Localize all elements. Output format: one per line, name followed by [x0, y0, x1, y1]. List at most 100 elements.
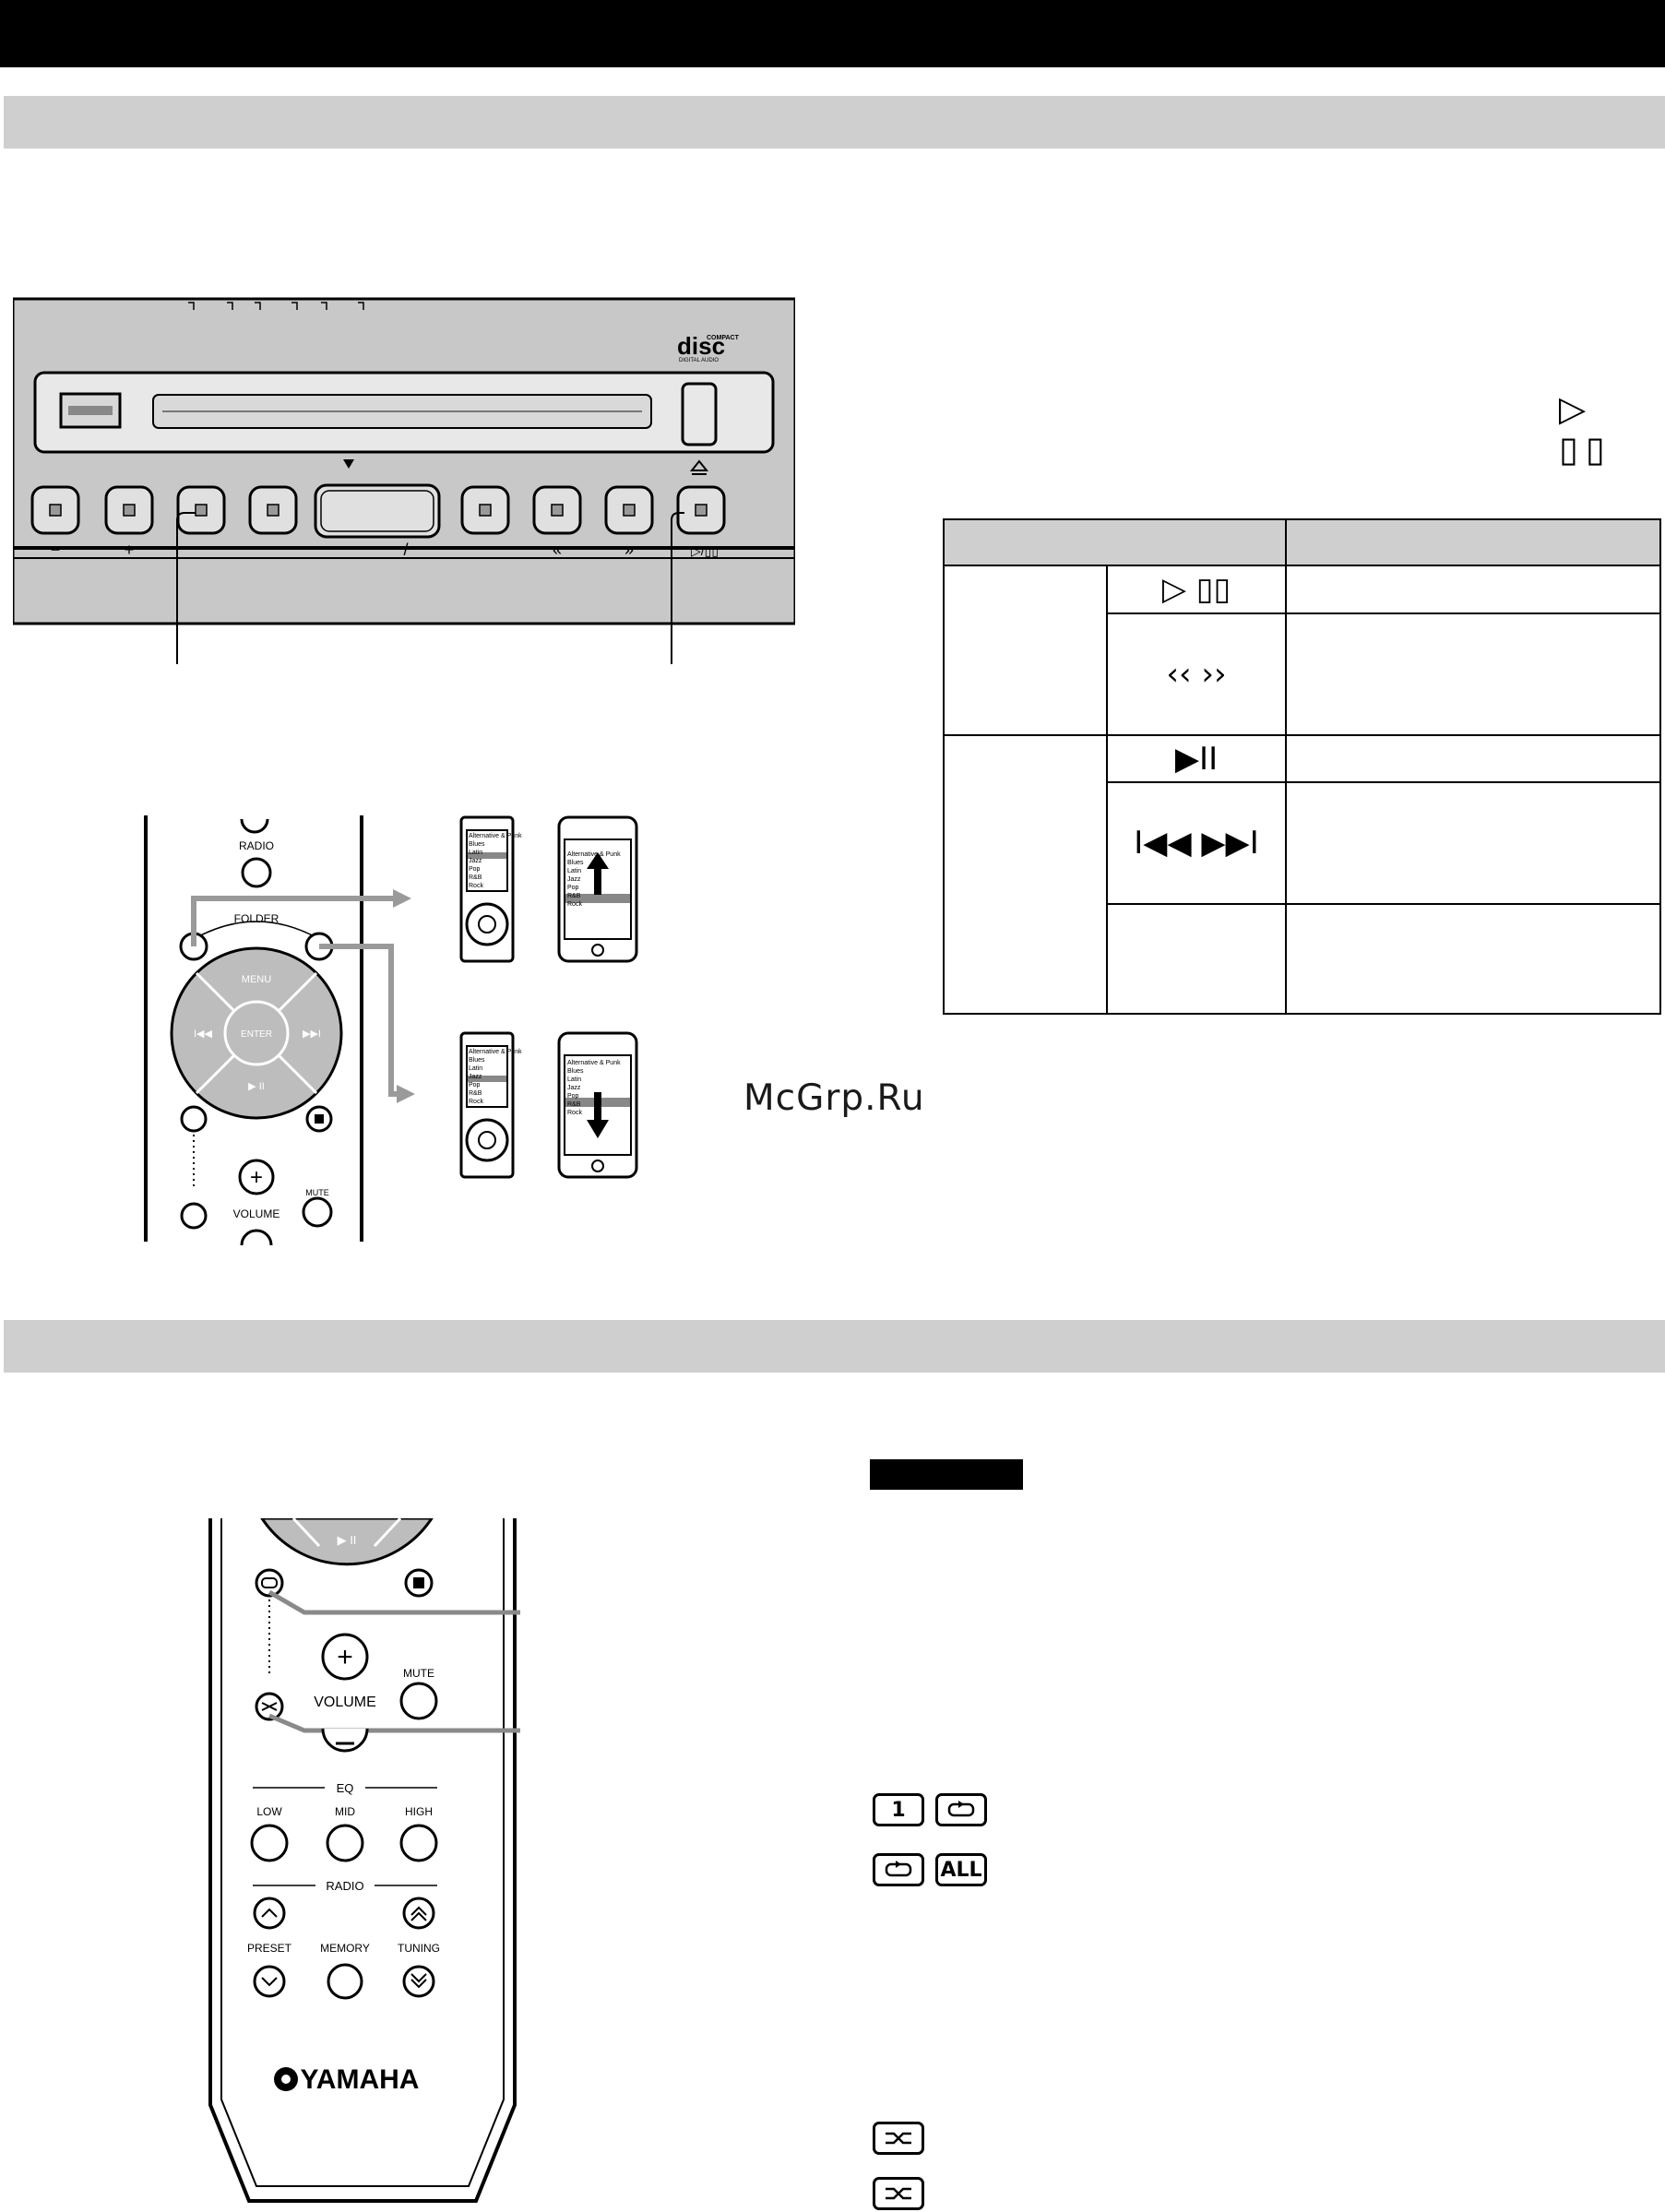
ipod-list-item: R&B [567, 893, 581, 899]
table-symbol-play-pause-outline: ▷ ▯▯ [1161, 571, 1231, 608]
repeat-icon [935, 1793, 987, 1826]
minus-label: − [51, 541, 61, 559]
section-header-bar-2 [4, 1320, 1665, 1373]
play-pause-label: ▶ II [338, 1533, 357, 1547]
eject-button[interactable] [681, 382, 718, 446]
mute-button[interactable] [302, 1196, 333, 1228]
ipod-list-item: Jazz [567, 1085, 581, 1091]
repeat-all-key: ALL [935, 1853, 987, 1886]
preset-down-button[interactable] [253, 1965, 286, 1998]
volume-label: VOLUME [233, 1207, 280, 1220]
ipod-list-item: R&B [469, 874, 482, 881]
operation-table: ▷ ▯▯ ‹‹ ›› ▶II I◀◀ ▶▶I [943, 518, 1661, 1015]
eq-mid-label: MID [335, 1805, 355, 1818]
ipod-list-item: Pop [567, 885, 579, 891]
ipod-list-item: Latin [469, 850, 482, 856]
table-symbol-play-pause-solid: ▶II [1174, 740, 1219, 778]
eject-icon [689, 459, 709, 475]
shuffle-icon [873, 2122, 924, 2155]
eq-low-button[interactable] [250, 1824, 289, 1862]
volume-up-button[interactable] [238, 1159, 275, 1195]
ipod-list-item: R&B [567, 1101, 581, 1108]
volume-label: VOLUME [314, 1695, 376, 1710]
play-pause-label: ▷/▯▯ [691, 543, 719, 558]
ipod-nano-up [459, 815, 515, 963]
shuffle-icon [873, 2177, 924, 2210]
plus-label: + [125, 541, 135, 559]
slot-indicator-icon [343, 459, 354, 469]
ipod-list-item: Alternative & Punk [469, 833, 522, 839]
ipod-list-item: Jazz [469, 858, 482, 864]
front-panel-callouts [176, 512, 684, 664]
enter-button[interactable] [223, 1000, 290, 1066]
next-track-label: ▶▶I [303, 1029, 321, 1040]
watermark-text: McGrp.Ru [743, 1077, 925, 1119]
front-panel-illustration: disc COMPACT DIGITAL AUDIO − + / « » ▷/▯… [13, 297, 795, 625]
ipod-list-item: Alternative & Punk [567, 1060, 621, 1066]
table-symbol-skip-solid: I◀◀ ▶▶I [1134, 825, 1259, 862]
eq-low-label: LOW [256, 1805, 282, 1818]
memory-button[interactable] [327, 1963, 363, 2000]
repeat-button[interactable] [180, 1105, 208, 1133]
play-pause-label: ▶ II [248, 1081, 265, 1092]
enter-label: ENTER [241, 1029, 272, 1040]
iphone-down [557, 1031, 638, 1179]
ipod-list-item: Blues [567, 860, 584, 866]
ipod-list-item: Latin [567, 1076, 581, 1083]
tuning-label: TUNING [398, 1942, 440, 1955]
eq-high-label: HIGH [405, 1805, 433, 1818]
ipod-nano-down [459, 1031, 515, 1179]
eq-mid-button[interactable] [326, 1824, 364, 1862]
volume-up-button[interactable] [321, 1633, 369, 1681]
next-label: » [624, 541, 634, 559]
prev-label: « [553, 541, 562, 559]
table-header [945, 520, 1659, 566]
preset-up-button[interactable] [253, 1897, 286, 1930]
menu-label: MENU [242, 974, 271, 985]
svg-text:+: + [337, 1642, 353, 1672]
ipod-list-item: Alternative & Punk [469, 1049, 522, 1055]
ipod-list-item: Rock [567, 1110, 582, 1116]
ipod-list-item: Rock [567, 901, 582, 908]
ipod-iphone-illustration: Alternative & PunkBluesLatinJazzPopR&BRo… [459, 815, 638, 1179]
radio-label: RADIO [239, 839, 274, 852]
mute-button[interactable] [399, 1682, 438, 1720]
top-header-bar [0, 0, 1665, 67]
svg-text:DIGITAL AUDIO: DIGITAL AUDIO [679, 358, 719, 363]
ipod-list-item: Jazz [567, 876, 581, 883]
ipod-list-item: Jazz [469, 1074, 482, 1080]
ipod-list-item: Blues [567, 1068, 584, 1075]
ipod-list-item: Alternative & Punk [567, 851, 621, 858]
eq-high-button[interactable] [399, 1824, 438, 1862]
ipod-list-item: Pop [469, 866, 481, 873]
ipod-list-item: Pop [469, 1082, 481, 1088]
prev-track-label: I◀◀ [194, 1029, 213, 1040]
mute-label: MUTE [305, 1188, 329, 1197]
note-label-box [870, 1459, 1023, 1490]
table-symbol-skip-outline: ‹‹ ›› [1166, 656, 1227, 693]
radio-button[interactable] [241, 857, 272, 888]
ipod-list-item: Rock [469, 1099, 483, 1105]
ipod-list-item: Pop [567, 1093, 579, 1100]
compact-disc-logo: disc COMPACT DIGITAL AUDIO [677, 332, 740, 363]
svg-text:+: + [250, 1165, 263, 1190]
ipod-list-item: R&B [469, 1090, 482, 1097]
svg-text:YAMAHA: YAMAHA [301, 2064, 420, 2095]
repeat-button[interactable] [255, 1568, 284, 1598]
shuffle-button[interactable] [180, 1202, 208, 1230]
svg-text:COMPACT: COMPACT [707, 335, 740, 341]
eq-label: EQ [337, 1781, 354, 1795]
remote-repeat-shuffle-illustration: ▶ II + VOLUME MUTE EQ LOW MID HIGH RADIO… [208, 1518, 520, 2203]
ipod-list-item: Latin [567, 868, 581, 874]
ipod-list-item: Blues [469, 1057, 485, 1064]
center-display-button[interactable] [314, 483, 441, 539]
iphone-up [557, 815, 638, 963]
yamaha-logo: YAMAHA [274, 2064, 419, 2095]
mute-label: MUTE [403, 1667, 434, 1680]
ipod-list-item: Rock [469, 883, 483, 889]
remote-folder-illustration: RADIO FOLDER MENU ENTER I◀◀ ▶▶I ▶ II + V… [144, 815, 415, 1245]
section-header-bar-1 [4, 96, 1665, 149]
repeat-icon [873, 1853, 924, 1886]
radio-label: RADIO [326, 1879, 363, 1893]
svg-text:disc: disc [677, 332, 725, 360]
